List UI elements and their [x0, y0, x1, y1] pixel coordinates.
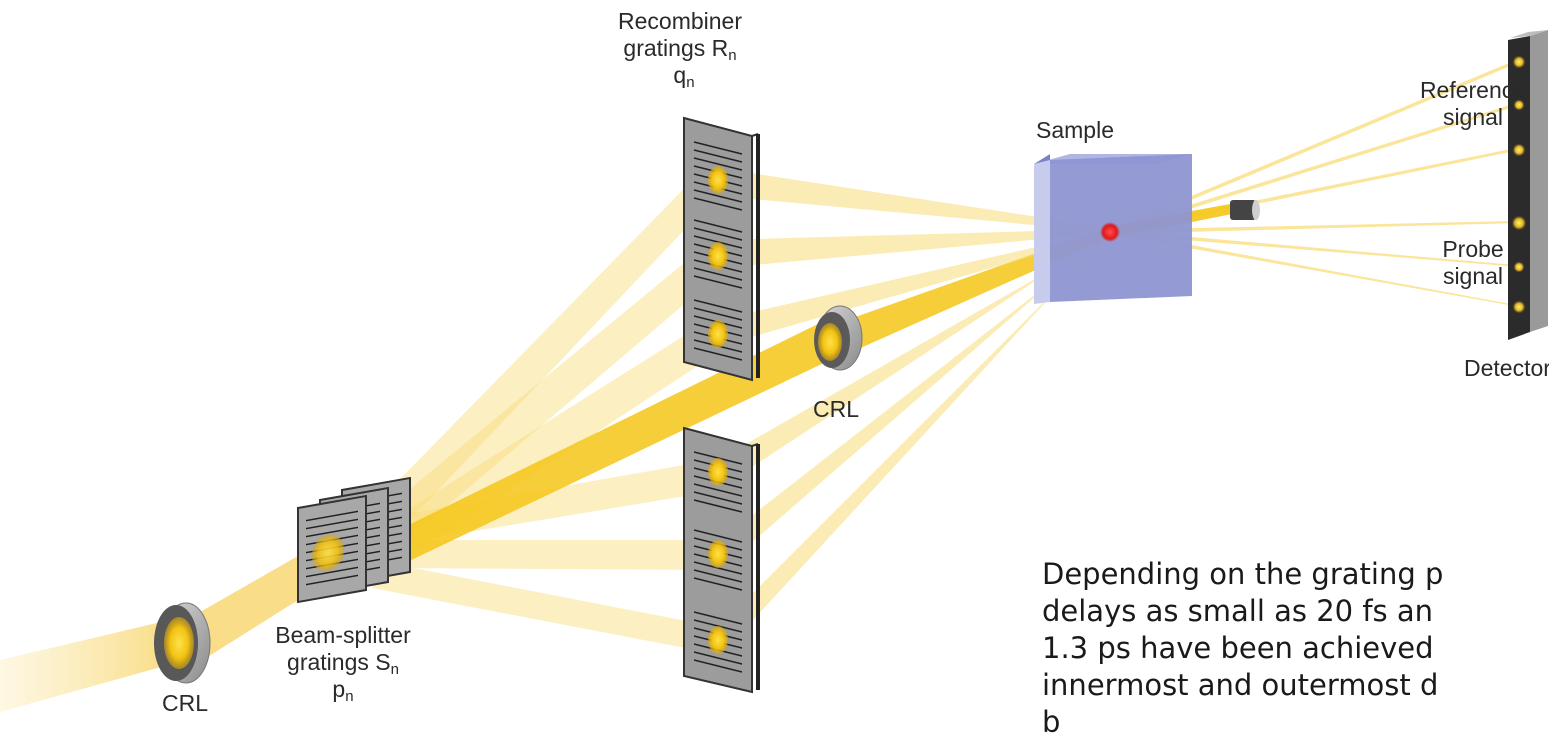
recombined-beam-1 — [718, 168, 1110, 232]
beam-splitter-label: Beam-splitter gratings Sn pn — [258, 622, 428, 705]
caption-line: delays as small as 20 fs an — [1042, 594, 1434, 628]
crl-lens-middle — [814, 305, 863, 371]
detector-top — [1510, 30, 1548, 38]
recombiner-period-label: qn — [673, 62, 695, 91]
beam-stop — [1230, 200, 1260, 220]
split-beam-lower-2 — [372, 540, 722, 570]
incoming-beam — [0, 618, 186, 712]
recombiner-label: Recombiner gratings Rn qn — [600, 8, 760, 91]
split-beam-upper-1 — [360, 160, 722, 560]
detector-spot — [1512, 300, 1526, 314]
detector-spot — [1512, 143, 1526, 157]
beam-splitter-period-label: pn — [332, 676, 354, 705]
detector-spot — [1512, 55, 1526, 69]
split-beam-upper-2 — [360, 240, 722, 570]
beam-splitter-label-line1: Beam-splitter — [275, 622, 411, 648]
outgoing-beam-4 — [1110, 221, 1520, 234]
experimental-setup-diagram — [0, 30, 1548, 712]
outgoing-beam-2 — [1110, 103, 1520, 234]
central-pump-beam — [368, 322, 830, 575]
recombined-beam-3 — [718, 230, 1110, 346]
beam-splitter-label-line2: gratings Sn — [287, 649, 399, 678]
beam-crl-to-splitter — [186, 540, 330, 668]
recombiner-label-line2: gratings Rn — [623, 35, 737, 64]
outgoing-beam-1 — [1110, 60, 1520, 234]
crl-left-label: CRL — [162, 690, 209, 716]
recombined-beam-5 — [718, 232, 1110, 570]
beam-splitter-gratings — [297, 476, 411, 604]
outgoing-beam-6 — [1110, 230, 1520, 307]
recombined-beam-2 — [718, 229, 1110, 268]
detector — [1508, 30, 1548, 340]
split-beam-lower-3 — [372, 560, 722, 655]
detector-spot — [1513, 99, 1525, 111]
detector-face — [1508, 36, 1530, 340]
caption-text: Depending on the grating p delays as sma… — [1042, 556, 1549, 741]
recombiner-grating-upper — [683, 116, 760, 382]
reference-signal-label: Reference signal — [1419, 77, 1527, 130]
detector-side — [1530, 30, 1548, 332]
crl-lens-left — [154, 602, 211, 684]
recombined-beam-6 — [718, 232, 1110, 656]
sample-label: Sample — [1036, 117, 1114, 143]
recombiner-grating-lower — [683, 426, 760, 694]
caption-line: b — [1042, 705, 1061, 739]
recombined-beam-4 — [718, 232, 1110, 488]
detector-label: Detector — [1464, 355, 1549, 381]
sample-cube — [1034, 154, 1192, 304]
recombiner-label-line1: Recombiner — [618, 8, 742, 34]
x-ray-beams — [0, 60, 1520, 712]
probe-signal-label: Probe signal — [1442, 236, 1504, 289]
outgoing-beam-5 — [1110, 230, 1520, 267]
sample-front-face — [1050, 154, 1192, 302]
detector-spot — [1511, 215, 1527, 231]
caption-line: 1.3 ps have been achieved — [1042, 631, 1434, 665]
crl-middle-label: CRL — [813, 396, 860, 422]
interaction-spot — [1100, 222, 1120, 242]
caption-line: Depending on the grating p — [1042, 557, 1444, 591]
caption-line: innermost and outermost d — [1042, 668, 1439, 702]
detector-spot — [1513, 261, 1525, 273]
